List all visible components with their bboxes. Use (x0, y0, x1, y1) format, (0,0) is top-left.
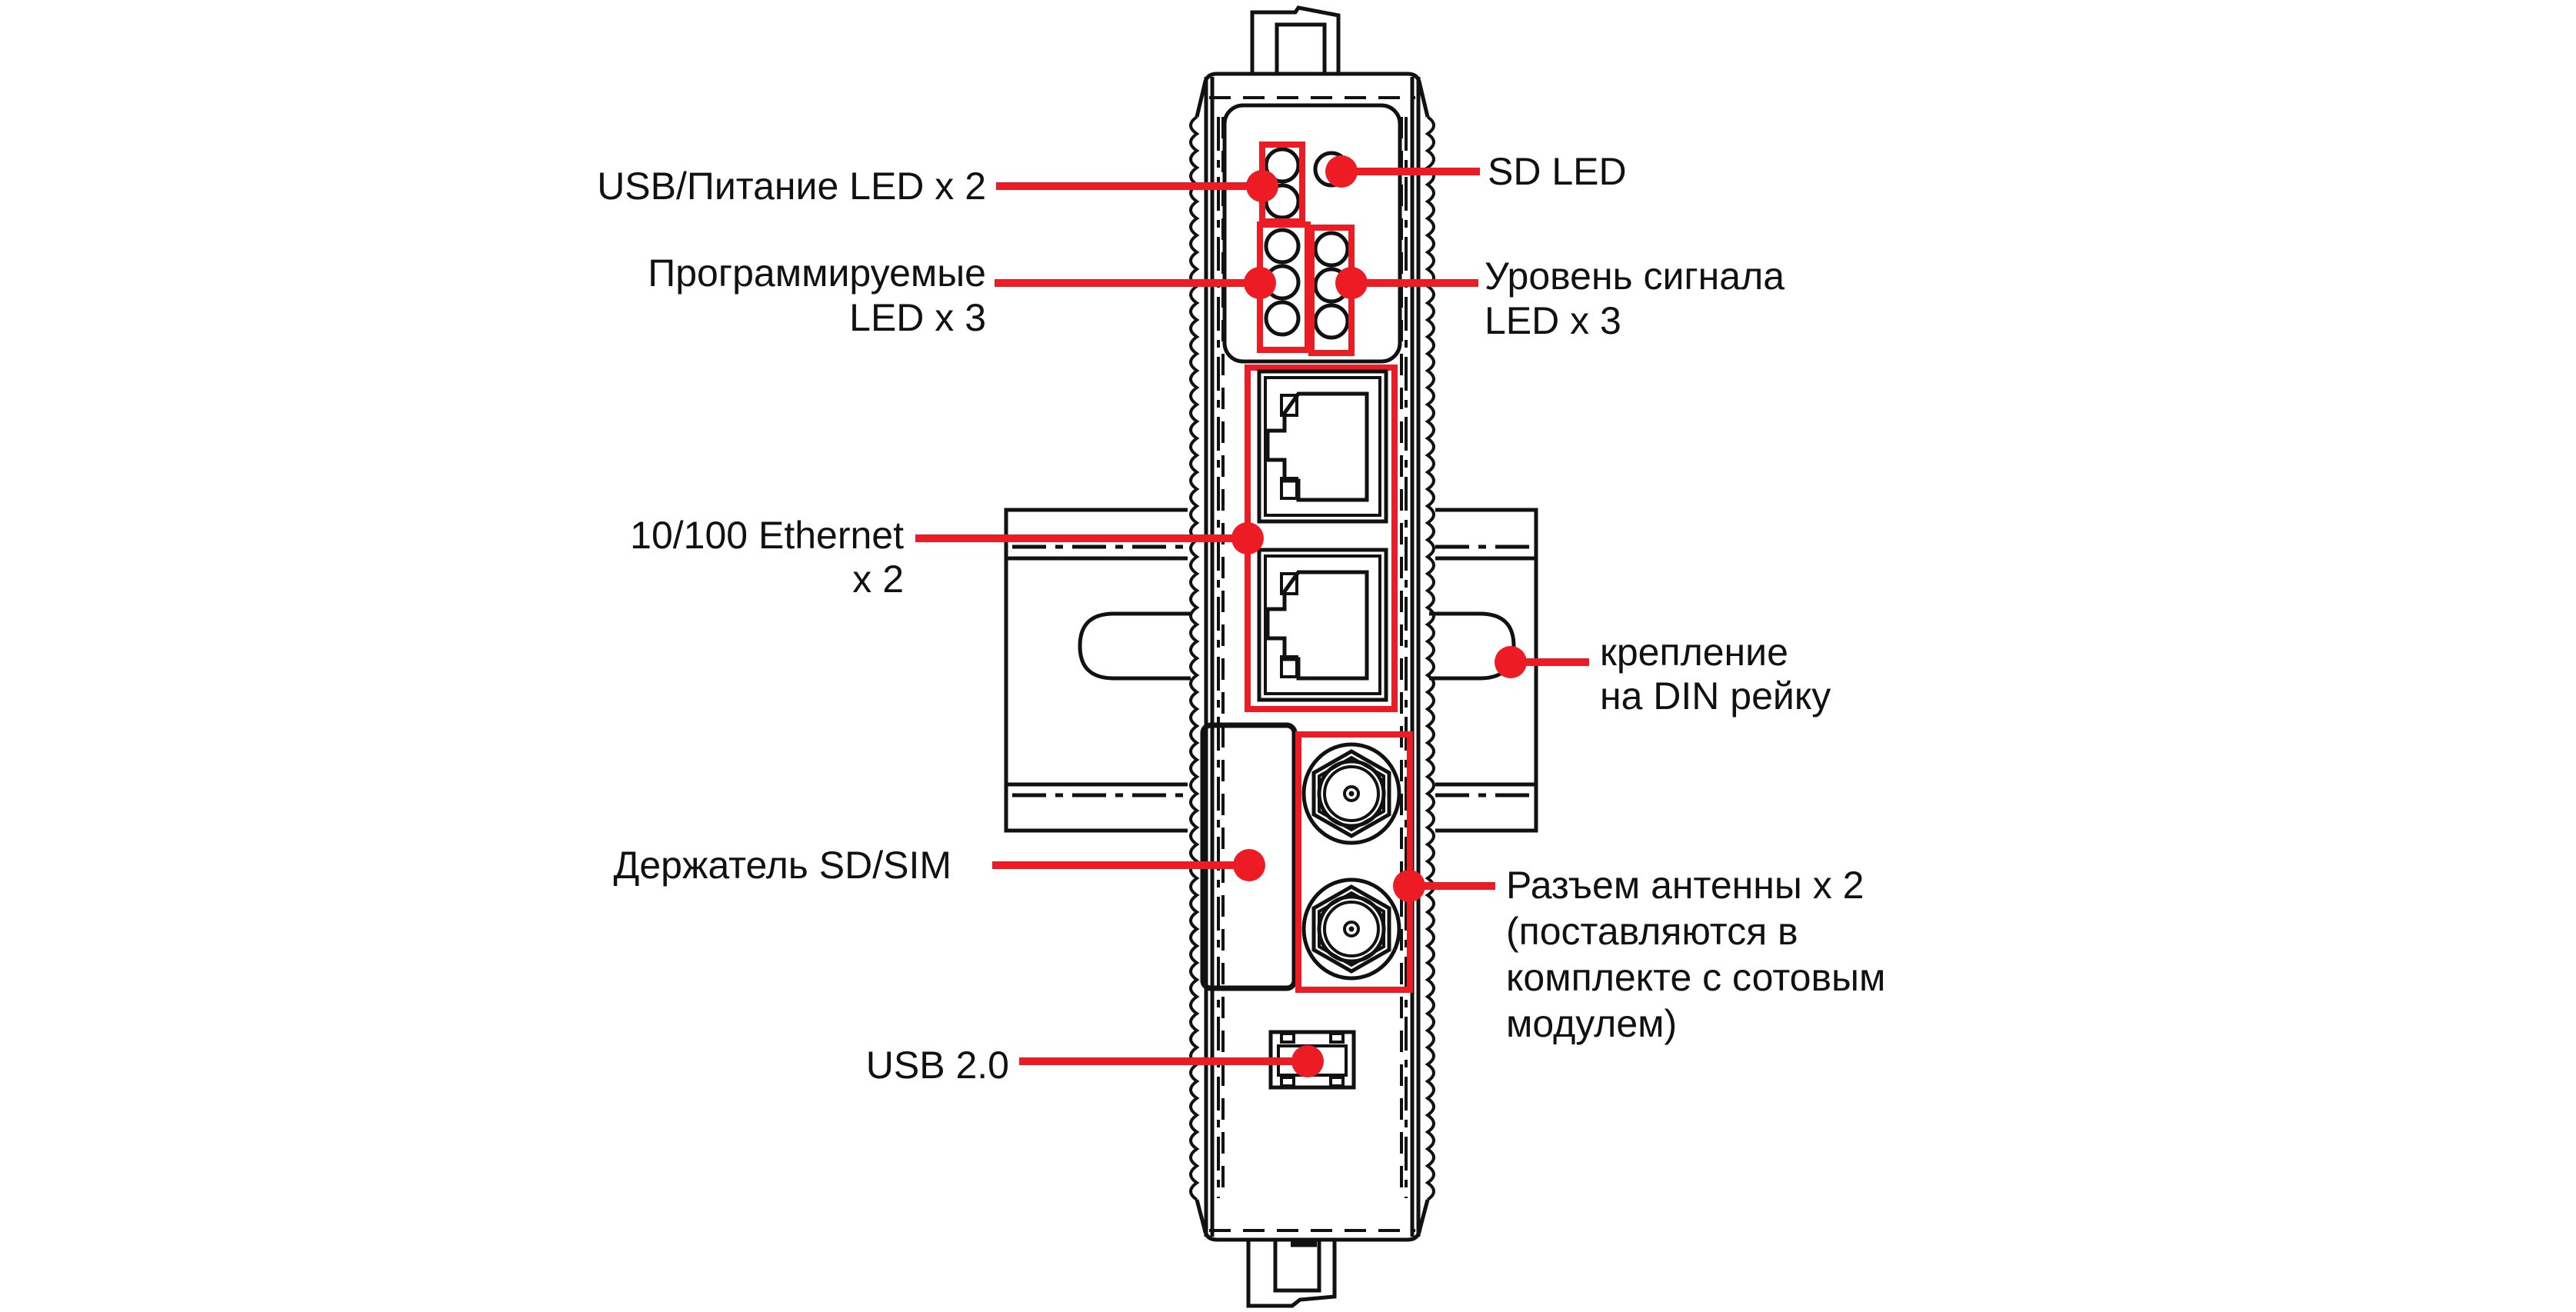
bottom-clip-slot (1273, 1240, 1321, 1293)
device-body (1189, 5, 1435, 1308)
callout-dots (1231, 155, 1527, 1077)
callout-din-rail-line2: на DIN рейку (1600, 674, 1831, 718)
ethernet-port-2 (1257, 548, 1388, 702)
dot-sd-led (1325, 155, 1358, 188)
signal-led-1 (1313, 231, 1350, 268)
dot-sd-sim (1233, 849, 1265, 881)
callout-sd-sim-text: Держатель SD/SIM (613, 844, 951, 887)
din-rail-slot-right (1429, 611, 1516, 681)
front-panel-centerlines (1217, 117, 1408, 1198)
callout-ethernet: 10/100 Ethernet x 2 (630, 514, 904, 601)
dot-signal-led (1335, 267, 1368, 299)
callout-antenna-line2: (поставляются в (1506, 910, 1798, 953)
ribbed-edge-right (1425, 115, 1435, 1201)
callout-programmable-led-line2: LED x 3 (849, 296, 986, 339)
ethernet-port-1 (1257, 369, 1388, 524)
callout-din-rail: крепление на DIN рейку (1600, 631, 1831, 718)
led-panel (1222, 103, 1402, 364)
top-clip-slot (1275, 22, 1327, 74)
callout-usb-power-led: USB/Питание LED x 2 (597, 164, 986, 208)
highlight-box-ethernet (1245, 365, 1398, 712)
callout-din-rail-line1: крепление (1600, 631, 1788, 674)
antenna-connectors (1295, 731, 1413, 993)
callout-signal-led-line2: LED x 3 (1485, 299, 1621, 342)
callout-ethernet-line2: x 2 (852, 558, 904, 601)
dot-din-rail (1495, 646, 1527, 678)
callout-antenna-line3: комплекте с сотовым (1506, 956, 1886, 999)
antenna-connector-2 (1301, 877, 1401, 981)
ethernet-ports (1245, 365, 1398, 712)
callout-ethernet-line1: 10/100 Ethernet (630, 514, 904, 557)
callout-sd-sim: Держатель SD/SIM (614, 843, 951, 887)
din-rail (1004, 508, 1538, 833)
programmable-led-1 (1264, 228, 1301, 265)
din-rail-right-plate (1435, 508, 1538, 833)
dot-usb (1291, 1045, 1324, 1077)
callout-programmable-led-line1: Программируемые (648, 251, 986, 295)
callout-antenna-line1: Разъем антенны x 2 (1506, 864, 1865, 907)
callout-signal-led-line1: Уровень сигнала (1485, 255, 1785, 298)
sd-sim-holder (1200, 722, 1298, 991)
din-rail-right-centerline (1435, 544, 1530, 798)
signal-led-3 (1313, 303, 1350, 340)
programmable-led-3 (1264, 300, 1301, 337)
ribbed-edge-left (1189, 115, 1200, 1201)
antenna-connector-1 (1301, 742, 1401, 845)
callout-programmable-led: Программируемые LED x 3 (648, 251, 986, 340)
dot-usb-power-led (1246, 170, 1278, 202)
callout-lines (915, 168, 1589, 1065)
callout-signal-led: Уровень сигнала LED x 3 (1485, 254, 1785, 343)
callout-antenna-line4: модулем) (1506, 1002, 1678, 1045)
callout-sd-led-text: SD LED (1488, 150, 1627, 193)
dot-ethernet (1231, 522, 1264, 554)
callout-usb: USB 2.0 (866, 1043, 1009, 1087)
callout-sd-led: SD LED (1488, 149, 1627, 194)
bottom-clip-tab (1246, 1240, 1337, 1308)
highlight-box-antenna (1295, 731, 1413, 993)
callout-usb-power-led-text: USB/Питание LED x 2 (597, 165, 986, 208)
dot-programmable-led (1244, 267, 1276, 299)
din-rail-left-centerline (1012, 544, 1188, 798)
din-rail-slot-left (1078, 611, 1191, 681)
dot-antenna (1393, 870, 1425, 902)
front-panel-edges (1204, 77, 1421, 1237)
callout-usb-text: USB 2.0 (865, 1044, 1009, 1087)
din-rail-left-plate (1004, 508, 1188, 833)
bottom-cap (1195, 1199, 1430, 1242)
top-clip-tab (1250, 5, 1341, 74)
usb-led (1264, 147, 1301, 184)
callout-antenna: Разъем антенны x 2 (поставляются в компл… (1506, 862, 1885, 1047)
led-panel-outline (1222, 103, 1402, 364)
